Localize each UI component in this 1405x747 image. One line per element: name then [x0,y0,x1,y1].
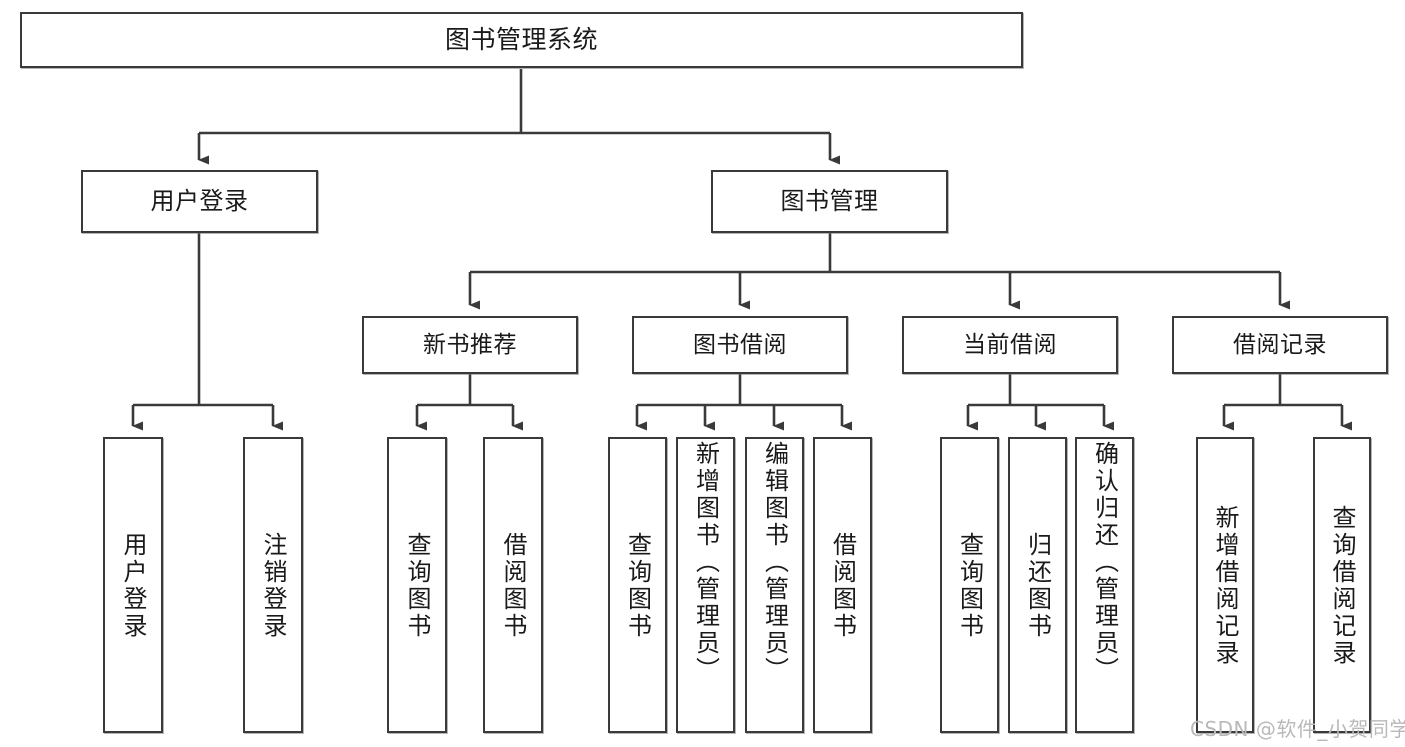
leaf-borrow-edit-book[interactable]: 编辑图书（管理员） [745,437,804,733]
leaf-borrow-add-book-label: 新增图书（管理员） [691,441,720,684]
leaf-record-query-label: 查询借阅记录 [1328,505,1356,667]
leaf-borrow-query-book-label: 查询图书 [623,532,652,640]
leaf-current-query-book-label: 查询图书 [955,532,984,640]
leaf-borrow-add-book[interactable]: 新增图书（管理员） [676,437,735,733]
leaf-user-login-logout[interactable]: 注销登录 [243,437,303,733]
node-book-borrow[interactable]: 图书借阅 [632,316,848,374]
node-user-login-label: 用户登录 [150,186,249,215]
node-user-login[interactable]: 用户登录 [81,170,318,233]
leaf-current-confirm-return[interactable]: 确认归还（管理员） [1075,437,1134,733]
leaf-new-book-borrow[interactable]: 借阅图书 [483,437,543,733]
node-borrow-record-label: 借阅记录 [1233,331,1327,358]
leaf-user-login-logout-label: 注销登录 [259,532,287,640]
leaf-new-book-query-label: 查询图书 [403,532,431,640]
leaf-current-query-book[interactable]: 查询图书 [940,437,999,733]
leaf-borrow-borrow-book[interactable]: 借阅图书 [813,437,872,733]
node-current-borrow[interactable]: 当前借阅 [902,316,1118,374]
leaf-current-return-book-label: 归还图书 [1023,532,1052,640]
leaf-borrow-query-book[interactable]: 查询图书 [608,437,667,733]
node-current-borrow-label: 当前借阅 [963,331,1057,358]
node-book-management-label: 图书管理 [780,186,879,215]
leaf-user-login-login[interactable]: 用户登录 [103,437,163,733]
node-new-book-recommend-label: 新书推荐 [423,331,517,358]
leaf-borrow-edit-book-label: 编辑图书（管理员） [760,441,789,684]
leaf-record-add-label: 新增借阅记录 [1211,505,1239,667]
leaf-new-book-borrow-label: 借阅图书 [499,532,527,640]
leaf-new-book-query[interactable]: 查询图书 [387,437,447,733]
node-borrow-record[interactable]: 借阅记录 [1172,316,1388,374]
leaf-borrow-borrow-book-label: 借阅图书 [828,532,857,640]
node-root-system[interactable]: 图书管理系统 [20,12,1023,68]
leaf-user-login-login-label: 用户登录 [119,532,147,640]
leaf-record-add[interactable]: 新增借阅记录 [1196,437,1254,733]
leaf-current-return-book[interactable]: 归还图书 [1008,437,1067,733]
leaf-record-query[interactable]: 查询借阅记录 [1313,437,1371,733]
node-new-book-recommend[interactable]: 新书推荐 [362,316,578,374]
node-root-system-label: 图书管理系统 [444,24,598,54]
node-book-borrow-label: 图书借阅 [693,331,787,358]
leaf-current-confirm-return-label: 确认归还（管理员） [1090,441,1119,684]
node-book-management[interactable]: 图书管理 [711,170,948,233]
